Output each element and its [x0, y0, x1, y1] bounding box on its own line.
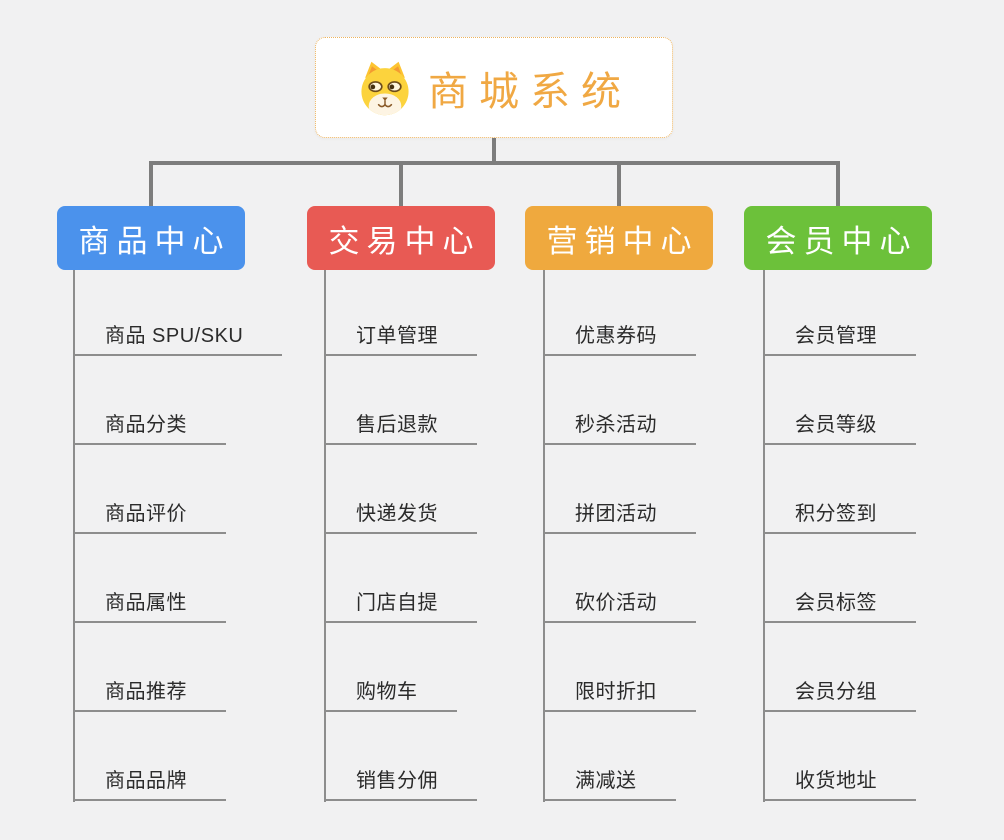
- child-topic-label: 拼团活动: [575, 503, 657, 525]
- child-topic[interactable]: 会员等级: [763, 403, 916, 445]
- connector-drop-member: [836, 161, 840, 206]
- child-topic-label: 会员分组: [795, 681, 877, 703]
- spine-member-center: [763, 270, 765, 802]
- child-topic[interactable]: 收货地址: [763, 759, 916, 801]
- child-topic-label: 砍价活动: [575, 592, 657, 614]
- branch-member-center[interactable]: 会员中心: [744, 206, 932, 270]
- child-topic[interactable]: 会员分组: [763, 670, 916, 712]
- child-topic[interactable]: 订单管理: [324, 314, 477, 356]
- child-topic[interactable]: 优惠券码: [543, 314, 696, 356]
- branch-label: 会员中心: [765, 223, 918, 259]
- child-topic-label: 门店自提: [356, 592, 438, 614]
- child-topic-label: 积分签到: [795, 503, 877, 525]
- doge-icon: [361, 61, 409, 115]
- child-topic-label: 会员等级: [795, 414, 877, 436]
- child-topic-label: 销售分佣: [356, 770, 438, 792]
- child-topic-label: 会员管理: [795, 325, 877, 347]
- child-topic[interactable]: 购物车: [324, 670, 457, 712]
- child-topic-label: 商品评价: [105, 503, 187, 525]
- child-topic-label: 收货地址: [795, 770, 877, 792]
- spine-trade-center: [324, 270, 326, 802]
- child-topic[interactable]: 门店自提: [324, 581, 477, 623]
- branch-label: 营销中心: [546, 223, 699, 259]
- child-topic[interactable]: 会员标签: [763, 581, 916, 623]
- child-topic[interactable]: 商品属性: [73, 581, 226, 623]
- child-topic-label: 秒杀活动: [575, 414, 657, 436]
- child-topic[interactable]: 商品品牌: [73, 759, 226, 801]
- branch-trade-center[interactable]: 交易中心: [307, 206, 495, 270]
- child-topic-label: 会员标签: [795, 592, 877, 614]
- child-topic[interactable]: 会员管理: [763, 314, 916, 356]
- connector-drop-trade: [399, 161, 403, 206]
- child-topic[interactable]: 满减送: [543, 759, 676, 801]
- child-topic-label: 购物车: [356, 681, 418, 703]
- child-topic[interactable]: 秒杀活动: [543, 403, 696, 445]
- branch-product-center[interactable]: 商品中心: [57, 206, 245, 270]
- child-topic[interactable]: 限时折扣: [543, 670, 696, 712]
- child-topic-label: 售后退款: [356, 414, 438, 436]
- child-topic-label: 优惠券码: [575, 325, 657, 347]
- connector-drop-product: [149, 161, 153, 206]
- child-topic[interactable]: 商品评价: [73, 492, 226, 534]
- child-topic[interactable]: 积分签到: [763, 492, 916, 534]
- connector-drop-marketing: [617, 161, 621, 206]
- child-topic-label: 商品推荐: [105, 681, 187, 703]
- child-topic-label: 商品属性: [105, 592, 187, 614]
- child-topic[interactable]: 销售分佣: [324, 759, 477, 801]
- spine-marketing-center: [543, 270, 545, 802]
- connector-root-stub: [492, 137, 496, 163]
- spine-product-center: [73, 270, 75, 802]
- child-topic[interactable]: 售后退款: [324, 403, 477, 445]
- root-title: 商城系统: [428, 69, 632, 114]
- child-topic-label: 限时折扣: [575, 681, 657, 703]
- branch-marketing-center[interactable]: 营销中心: [525, 206, 713, 270]
- child-topic[interactable]: 砍价活动: [543, 581, 696, 623]
- child-topic-label: 商品品牌: [105, 770, 187, 792]
- connector-bus: [149, 161, 840, 165]
- branch-label: 交易中心: [328, 223, 481, 259]
- child-topic[interactable]: 快递发货: [324, 492, 477, 534]
- root-node[interactable]: 商城系统: [315, 37, 673, 138]
- child-topic[interactable]: 商品分类: [73, 403, 226, 445]
- child-topic[interactable]: 商品 SPU/SKU: [73, 314, 283, 356]
- child-topic[interactable]: 拼团活动: [543, 492, 696, 534]
- child-topic[interactable]: 商品推荐: [73, 670, 226, 712]
- child-topic-label: 快递发货: [356, 503, 438, 525]
- branch-label: 商品中心: [78, 223, 231, 259]
- child-topic-label: 满减送: [575, 770, 637, 792]
- child-topic-label: 商品分类: [105, 414, 187, 436]
- child-topic-label: 商品 SPU/SKU: [105, 325, 244, 347]
- child-topic-label: 订单管理: [356, 325, 438, 347]
